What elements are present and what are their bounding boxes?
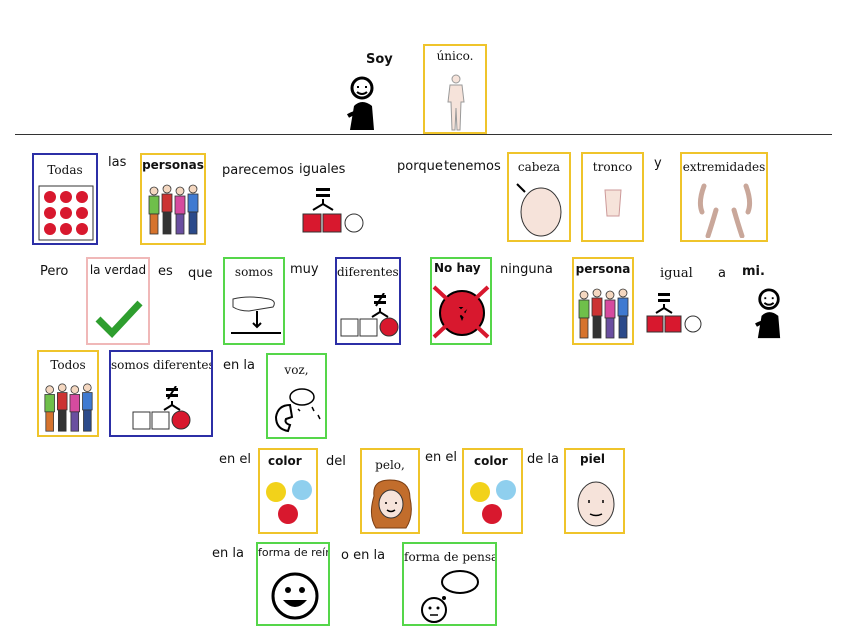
many-dots-icon <box>38 185 94 241</box>
torso-icon <box>604 189 622 217</box>
card-somos-label: somos <box>234 265 274 279</box>
word-a: a <box>718 266 726 281</box>
card-somos-diferentes: somos diferentes <box>109 350 213 437</box>
equal-symbol-icon <box>646 293 702 333</box>
card-voz: voz, <box>266 353 327 439</box>
hair-face-icon <box>370 479 412 529</box>
card-color-1-label: color <box>268 454 302 468</box>
hand-pointing-down-icon <box>231 296 281 334</box>
card-la-verdad-label: la verdad <box>89 263 147 277</box>
card-todos: Todos <box>37 350 99 437</box>
word-porque: porque <box>397 159 443 174</box>
equal-symbol-icon <box>302 188 364 233</box>
word-las: las <box>108 155 127 170</box>
bald-face-icon <box>577 481 615 527</box>
card-persona-label: persona <box>575 262 631 276</box>
none-crossed-icon <box>432 285 490 339</box>
word-en-la-forma: en la <box>212 546 244 561</box>
word-es: es <box>158 264 173 279</box>
card-cabeza-label: cabeza <box>517 160 561 174</box>
limbs-icon <box>697 183 753 238</box>
paint-splash-icon <box>470 480 516 524</box>
card-color-2: color <box>462 448 523 534</box>
head-icon <box>516 183 562 237</box>
card-la-verdad: la verdad <box>86 257 150 345</box>
card-piel-label: piel <box>580 452 605 466</box>
card-pelo-label: pelo, <box>375 458 405 472</box>
card-forma-de-reir-label: forma de reír <box>258 546 330 559</box>
title-divider <box>15 134 832 135</box>
card-forma-de-pensar: forma de pensar <box>402 542 497 626</box>
card-somos: somos <box>223 257 285 345</box>
word-en-el-color-2: en el <box>425 450 457 465</box>
word-de-la: de la <box>527 452 559 467</box>
word-en-el-color: en el <box>219 452 251 467</box>
card-no-hay-label: No hay <box>434 261 481 275</box>
thinking-face-icon <box>421 570 479 623</box>
card-extremidades-label: extremidades <box>682 160 766 174</box>
card-unico: único. <box>423 44 487 134</box>
card-unico-label: único. <box>436 49 474 63</box>
word-parecemos: parecemos <box>222 163 294 178</box>
human-body-icon <box>447 74 465 131</box>
card-pelo: pelo, <box>360 448 420 534</box>
card-color-1: color <box>258 448 318 534</box>
person-pointing-self-icon <box>755 288 781 339</box>
card-somos-diferentes-label: somos diferentes <box>111 358 213 372</box>
card-tronco-label: tronco <box>592 160 633 174</box>
not-equal-symbol-icon <box>132 386 191 430</box>
word-muy: muy <box>290 262 319 277</box>
smiling-face-icon <box>271 572 319 620</box>
card-forma-de-pensar-label: forma de pensar <box>404 550 497 564</box>
card-todas-label: Todas <box>47 163 83 177</box>
word-ninguna: ninguna <box>500 262 553 277</box>
card-color-2-label: color <box>474 454 508 468</box>
card-extremidades: extremidades <box>680 152 768 242</box>
group-of-people-icon <box>578 288 629 339</box>
card-todos-label: Todos <box>50 358 86 372</box>
word-mi: mi. <box>742 264 765 279</box>
card-persona: persona <box>572 257 634 345</box>
card-voz-label: voz, <box>284 363 309 377</box>
not-equal-symbol-icon <box>340 293 399 337</box>
card-no-hay: No hay <box>430 257 492 345</box>
word-pero: Pero <box>40 264 69 279</box>
card-forma-de-reir: forma de reír <box>256 542 330 626</box>
word-soy: Soy <box>366 52 393 67</box>
card-tronco: tronco <box>581 152 644 242</box>
word-iguales: iguales <box>299 162 346 177</box>
checkmark-icon <box>95 300 143 339</box>
word-en-la-voz: en la <box>223 358 255 373</box>
word-o-en-la: o en la <box>341 548 386 563</box>
card-personas: personas <box>140 153 206 245</box>
card-diferentes-label: diferentes. <box>337 265 401 279</box>
card-personas-label: personas <box>142 158 204 172</box>
speaking-face-icon <box>274 388 321 433</box>
word-del: del <box>326 454 346 469</box>
person-pointing-self-icon <box>346 76 374 130</box>
word-y: y <box>654 156 662 171</box>
paint-splash-icon <box>266 480 312 524</box>
group-of-people-icon <box>148 184 199 235</box>
word-tenemos: tenemos <box>444 159 501 174</box>
word-igual: igual <box>660 266 693 281</box>
card-cabeza: cabeza <box>507 152 571 242</box>
card-piel: piel <box>564 448 625 534</box>
group-of-people-icon <box>44 383 93 432</box>
word-que: que <box>188 266 213 281</box>
card-diferentes: diferentes. <box>335 257 401 345</box>
card-todas: Todas <box>32 153 98 245</box>
